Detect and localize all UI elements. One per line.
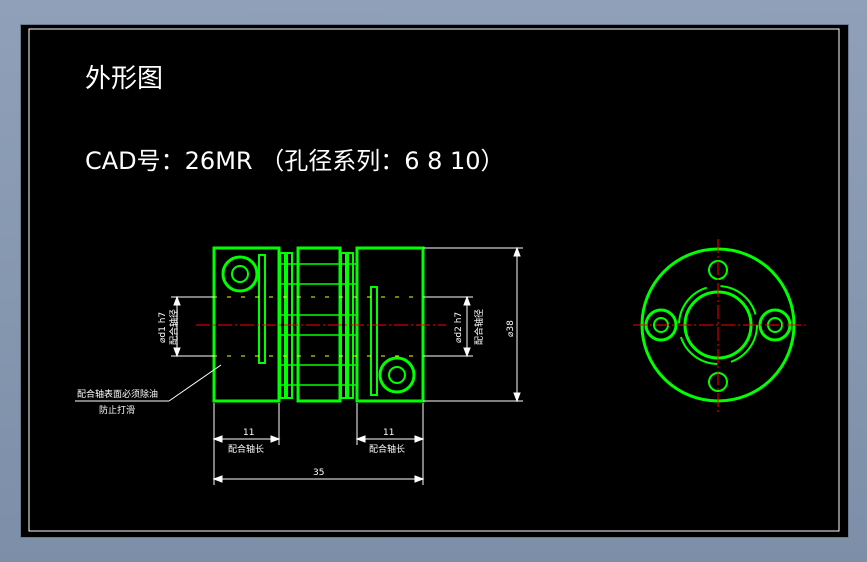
cad-number-label: CAD号：26MR （孔径系列：6 8 10） [85,147,505,175]
right-screw-socket [388,366,406,384]
surface-note-line1: 配合轴表面必须除油 [77,388,158,400]
surface-note-line2: 防止打滑 [99,404,135,416]
drawing-title: 外形图 [85,64,163,94]
left-screw-socket [231,265,249,283]
dimension-lines [75,246,523,485]
right-hub-slot [370,286,378,396]
left-hub-length-note: 配合轴长 [228,443,264,455]
right-screw-head [378,356,416,394]
drawing-svg: 外形图 CAD号：26MR （孔径系列：6 8 10） [28,28,840,532]
outer-diameter-label: ⌀38 [506,320,516,337]
cad-canvas: 外形图 CAD号：26MR （孔径系列：6 8 10） [20,24,849,538]
d2-diameter-label: ⌀d2 h7 [454,312,464,343]
left-screw-head [221,255,259,293]
d1-diameter-label: ⌀d1 h7 [158,312,168,343]
right-hub-length-value: 11 [383,428,394,438]
end-centerlines [633,239,805,413]
left-hub-slot [258,254,266,364]
drawing-border [28,28,840,532]
disc-rivets [278,263,356,386]
d2-diameter-note: 配合轴径 [473,309,485,345]
right-hub-length-note: 配合轴长 [369,443,405,455]
d1-diameter-note: 配合轴径 [168,309,180,345]
total-length-value: 35 [313,468,324,478]
left-hub-length-value: 11 [243,428,254,438]
